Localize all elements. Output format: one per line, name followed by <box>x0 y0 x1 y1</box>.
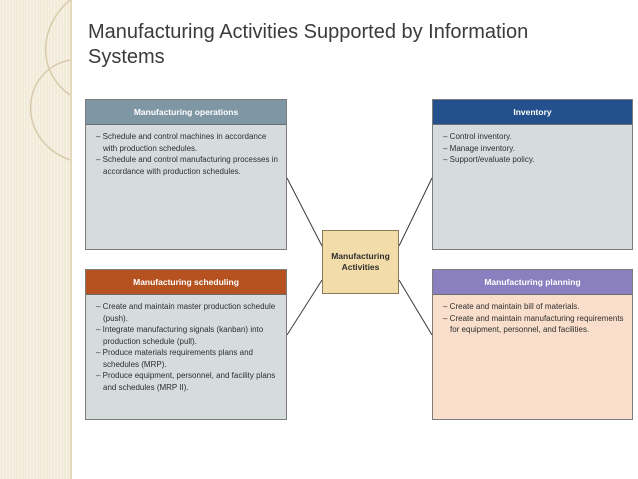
box-list-item: – Create and maintain manufacturing requ… <box>443 313 624 335</box>
box-header: Inventory <box>433 100 632 125</box>
box-header: Manufacturing operations <box>86 100 286 125</box>
box-body: – Create and maintain bill of materials.… <box>433 295 632 340</box>
box-list-item: – Control inventory. <box>443 132 512 141</box>
box-header: Manufacturing scheduling <box>86 270 286 295</box>
connector-inventory <box>398 177 433 247</box>
connector-operations <box>286 177 323 247</box>
slide-title: Manufacturing Activities Supported by In… <box>88 21 529 68</box>
box-manufacturing-scheduling: Manufacturing scheduling – Create and ma… <box>85 269 287 420</box>
connector-scheduling <box>286 279 323 336</box>
box-list-item: – Schedule and control manufacturing pro… <box>96 155 278 176</box>
box-list-item: – Create and maintain master production … <box>96 302 276 323</box>
box-manufacturing-planning: Manufacturing planning – Create and main… <box>432 269 633 420</box>
box-list-item: – Support/evaluate policy. <box>443 155 535 164</box>
box-list-item: – Schedule and control machines in accor… <box>96 132 267 153</box>
box-list-item: – Manage inventory. <box>443 143 515 153</box>
left-band-edge <box>70 0 72 479</box>
box-body: – Create and maintain master production … <box>86 295 286 397</box>
box-header: Manufacturing planning <box>433 270 632 295</box>
box-list-item: – Create and maintain bill of materials. <box>443 302 580 311</box>
decorative-arc-bottom <box>29 59 71 161</box>
box-list-item: – Produce materials requirements plans a… <box>96 348 253 369</box>
left-decorative-band <box>0 0 70 479</box>
box-list-item: – Integrate manufacturing signals (kanba… <box>96 325 264 346</box>
connector-planning <box>398 279 433 336</box>
center-box-manufacturing-activities: Manufacturing Activities <box>322 230 399 294</box>
box-inventory: Inventory – Control inventory. – Manage i… <box>432 99 633 250</box>
box-list: – Create and maintain master production … <box>96 301 278 393</box>
box-body: – Control inventory. – Manage inventory. –… <box>433 125 632 170</box>
box-list: – Schedule and control machines in accor… <box>96 131 278 177</box>
box-list: – Create and maintain bill of materials.… <box>443 301 624 336</box>
box-list-item: – Produce equipment, personnel, and faci… <box>96 371 276 392</box>
decorative-arcs <box>29 0 71 161</box>
decorative-arc-top <box>44 0 71 96</box>
box-body: – Schedule and control machines in accor… <box>86 125 286 181</box>
box-list: – Control inventory. – Manage inventory. –… <box>443 131 624 166</box>
box-manufacturing-operations: Manufacturing operations – Schedule and … <box>85 99 287 250</box>
